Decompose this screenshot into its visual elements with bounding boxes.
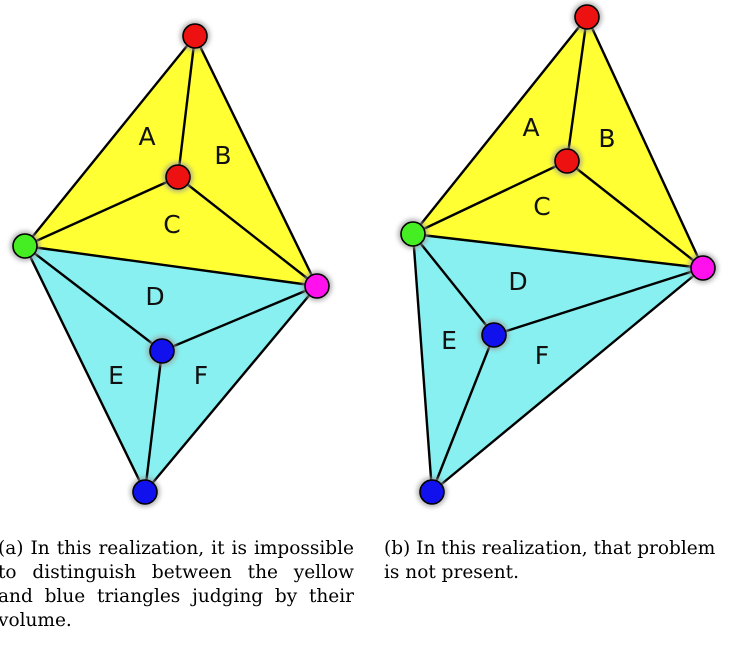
panel-b-vertex-inner-blue [479,320,509,350]
panel-b-vertex-bottom-blue [417,477,447,507]
figure-canvas: A B C D E F A B C D E [10,2,718,507]
panel-a-vertex-inner-red [163,162,193,192]
panel-a-label-d: D [145,282,164,311]
panel-a-vertex-inner-blue [147,336,177,366]
panel-a-cyan-face [25,246,317,492]
panel-b-label-b: B [598,124,615,153]
panel-b-label-e: E [441,326,457,355]
panel-b-label-d: D [508,267,527,296]
panel-a-label-c: C [163,210,180,239]
panel-a-vertex-top-red [180,21,210,51]
panel-a-label-b: B [214,141,231,170]
panel-a-yellow-face [25,36,317,286]
panel-a-vertex-green [10,231,40,261]
panel-a-vertex-magenta [302,271,332,301]
panel-a-label-f: F [194,361,208,390]
panel-b-vertex-inner-red [552,146,582,176]
panel-b-diagram: A B C D E F [398,2,718,507]
panel-b-caption: (b) In this realization, that problem is… [384,538,716,583]
panel-b-vertex-magenta [688,253,718,283]
panel-b-yellow-face [413,17,703,268]
panel-a-label-a: A [138,122,155,151]
panel-a-caption: (a) In this realization, it is impossibl… [0,538,354,631]
panel-b-label-f: F [535,341,549,370]
panel-b-vertex-top-red [572,2,602,32]
panel-a-diagram: A B C D E F [10,21,332,507]
panel-a-vertex-bottom-blue [130,477,160,507]
panel-a-label-e: E [108,361,124,390]
panel-b-cyan-face [413,234,703,492]
panel-b-label-a: A [522,113,539,142]
panel-a-edges [23,34,319,494]
panel-b-edges [411,15,705,494]
panel-b-label-c: C [533,192,550,221]
panel-b-vertex-green [398,219,428,249]
